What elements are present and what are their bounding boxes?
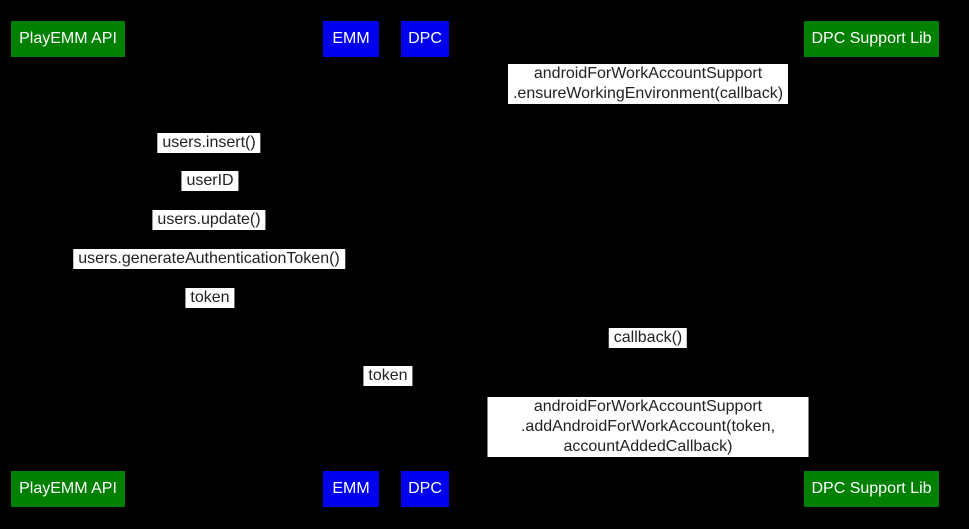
- message-callback: callback(): [608, 328, 688, 348]
- message-ensure-working-environment: androidForWorkAccountSupport .ensureWork…: [507, 64, 789, 104]
- actor-top-dpc-support-lib: DPC Support Lib: [804, 21, 939, 57]
- message-token-return: token: [185, 288, 235, 308]
- actor-top-playemm-api: PlayEMM API: [11, 21, 125, 57]
- message-token-to-dpc: token: [363, 366, 413, 386]
- message-users-insert: users.insert(): [157, 133, 261, 153]
- actor-bottom-emm: EMM: [323, 471, 379, 507]
- actor-bottom-dpc-support-lib: DPC Support Lib: [804, 471, 939, 507]
- actor-bottom-playemm-api: PlayEMM API: [11, 471, 125, 507]
- actor-bottom-dpc: DPC: [401, 471, 449, 507]
- message-add-android-for-work-account: androidForWorkAccountSupport .addAndroid…: [487, 397, 809, 457]
- message-generate-authentication-token: users.generateAuthenticationToken(): [73, 249, 345, 269]
- message-users-update: users.update(): [152, 210, 266, 230]
- actor-top-emm: EMM: [323, 21, 379, 57]
- message-user-id: userID: [181, 171, 239, 191]
- actor-top-dpc: DPC: [401, 21, 449, 57]
